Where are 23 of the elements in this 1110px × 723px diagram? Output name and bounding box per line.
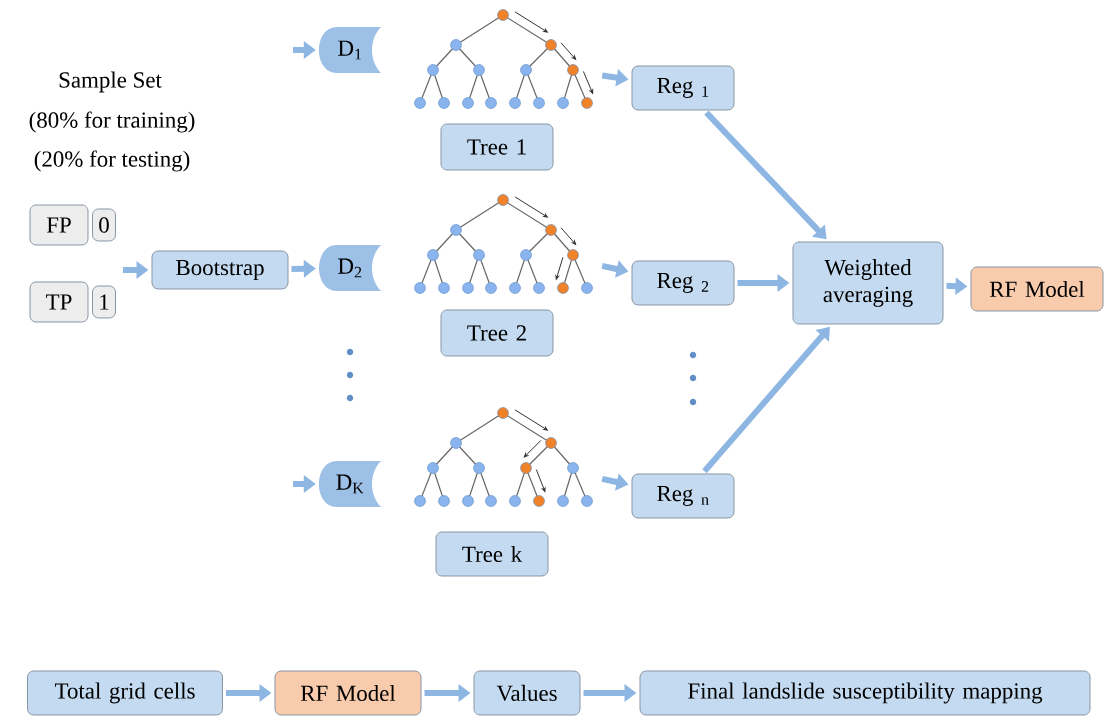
process-box: Tree k <box>435 531 549 577</box>
process-box: Tree 2 <box>440 309 554 357</box>
process-box: Tree 1 <box>440 123 554 171</box>
process-box: Reg $_{1}$ <box>631 65 735 111</box>
value-box: FP <box>29 204 89 246</box>
value-box: 0 <box>92 208 116 242</box>
process-box: Final landslide susceptibility mapping <box>639 670 1091 716</box>
model-box: RF Model <box>970 266 1104 312</box>
note-text: (80% for training) <box>29 111 195 133</box>
process-box: Values <box>473 670 581 716</box>
process-box: Reg $_{2}$ <box>631 260 735 306</box>
process-box: Total grid cells <box>27 670 223 716</box>
note-text: Sample Set <box>59 71 162 93</box>
note-text: (20% for testing) <box>34 150 190 172</box>
tree-drawing <box>414 194 593 294</box>
tree-drawing <box>414 407 593 507</box>
process-box: Weighted averaging <box>792 241 944 325</box>
model-box: RF Model <box>274 670 422 716</box>
tree-drawing <box>414 9 594 109</box>
process-box: Reg $_{n}$ <box>631 473 735 519</box>
value-box: TP <box>29 281 89 323</box>
process-box: Bootstrap <box>151 250 289 290</box>
value-box: 1 <box>92 285 116 319</box>
